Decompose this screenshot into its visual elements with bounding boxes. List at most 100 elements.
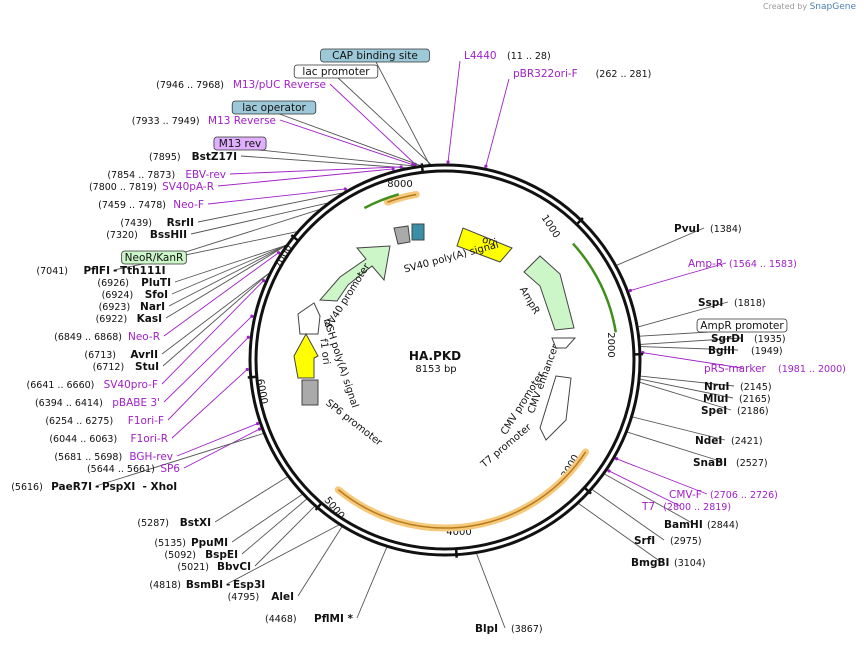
primer-site — [245, 367, 249, 372]
feature-box — [121, 250, 187, 265]
label-separator: - — [143, 481, 147, 493]
label-cmv-f: CMV-F(2706 .. 2726) — [669, 489, 778, 501]
label-position: (6713) — [84, 350, 116, 361]
ampr-arrow — [523, 255, 575, 331]
tick-label: 1000 — [539, 213, 562, 240]
label-position: (1818) — [734, 298, 766, 309]
label-name: KasI — [137, 313, 162, 325]
leader-line — [616, 458, 708, 495]
primer-site — [446, 160, 450, 164]
label-name: M13 Reverse — [208, 115, 276, 127]
label-position: (1384) — [710, 224, 742, 235]
label-neo-f: Neo-F(7459 .. 7478) — [98, 199, 204, 211]
tick-label: 7000 — [273, 243, 295, 271]
label-sspi: SspI(1818) — [698, 297, 766, 309]
label-name: BglII — [708, 345, 735, 357]
label-blpi: BlpI(3867) — [475, 623, 543, 635]
label-sv40pro-f: SV40pro-F(6641 .. 6660) — [27, 379, 158, 391]
label-position: (3867) — [511, 624, 543, 635]
label-position: (5135) — [154, 538, 186, 549]
label-name: BspEI — [205, 549, 238, 561]
label-position: (2800 .. 2819) — [663, 502, 731, 513]
leader-line — [591, 489, 665, 541]
leader-line — [640, 375, 735, 387]
label-nari: NarI(6923) — [99, 301, 165, 313]
label-prs-marker: pRS-marker(1981 .. 2000) — [704, 363, 846, 375]
label-m13-rev: M13 rev — [213, 136, 267, 151]
leader-line — [171, 245, 287, 295]
label-position: (2145) — [740, 382, 772, 393]
feature-label-ori: ori — [481, 235, 496, 249]
leader-lines — [95, 59, 743, 629]
primer-site — [484, 164, 488, 168]
label-position: (7439) — [120, 218, 152, 229]
ampr-promoter-arrow — [551, 337, 577, 349]
label-position: (262 .. 281) — [596, 69, 652, 80]
label-stui: StuI(6712) — [93, 361, 159, 373]
primer-site — [255, 422, 260, 426]
label-name: T7 — [641, 501, 655, 513]
label-position: (7895) — [149, 152, 181, 163]
leader-line — [239, 147, 417, 167]
label-name: BstZ17I — [192, 151, 237, 163]
leader-line — [279, 119, 413, 166]
leader-line — [639, 378, 734, 399]
tick-mark — [575, 217, 584, 226]
label-lac-promoter: lac promoter — [293, 64, 379, 79]
label-name: AleI — [271, 591, 294, 603]
tick-mark — [454, 548, 458, 558]
label-rsrii: RsrII (7439) — [120, 217, 194, 229]
label-name: pBR322ori-F — [513, 68, 578, 80]
label-position: (5021) — [177, 562, 209, 573]
leader-line — [374, 59, 430, 165]
label-bstxi: BstXI(5287) — [137, 517, 211, 529]
leader-line — [183, 428, 260, 469]
label-t7: T7 (2800 .. 2819) — [641, 501, 731, 513]
tick-label: 6000 — [254, 378, 269, 405]
feature-box-label: lac operator — [242, 102, 306, 114]
leader-line — [240, 155, 407, 169]
label-name: BamHI — [664, 519, 703, 531]
bgh-arrow — [293, 332, 319, 379]
label-name: BbvCI — [217, 561, 251, 573]
label-kasi: KasI(6922) — [96, 313, 162, 325]
label-position: (2975) — [670, 536, 702, 547]
label-name: BssHII — [150, 229, 187, 241]
leader-line — [640, 346, 739, 351]
leader-line — [176, 423, 258, 457]
primer-site — [257, 427, 262, 431]
sv40pa-box — [393, 225, 411, 245]
tick-mark — [247, 375, 257, 379]
tick-label: 2000 — [605, 332, 616, 357]
leader-line — [356, 546, 388, 619]
feature-box — [320, 48, 430, 63]
label-separator: - — [226, 579, 230, 591]
label-name: RsrII — [167, 217, 194, 229]
leader-line — [630, 262, 727, 291]
leader-line — [608, 470, 681, 507]
label-pflmi-: PflMI *(4468) — [265, 613, 353, 625]
primer-site — [628, 288, 633, 293]
label-name: StuI — [135, 361, 159, 373]
label-name: SnaBI — [693, 457, 727, 469]
label-name: F1ori-R — [131, 433, 168, 445]
leader-line — [642, 352, 743, 369]
label-pflfi: PflFI(7041)Tth111I- — [36, 265, 165, 277]
label-pbabe-3-: pBABE 3'(6394 .. 6414) — [35, 397, 160, 409]
label-name: SgrDI — [711, 333, 744, 345]
label-mlui: MluI(2165) — [703, 393, 771, 405]
label-m13-reverse: M13 Reverse(7933 .. 7949) — [132, 115, 276, 127]
label-position: (6924) — [102, 290, 134, 301]
label-position: (5644 .. 5661) — [87, 464, 155, 475]
tick-mark — [420, 163, 425, 173]
label-bgh-rev: BGH-rev(5681 .. 5698) — [54, 451, 173, 463]
f1-ori-arrow — [297, 302, 321, 335]
leader-line — [197, 192, 343, 223]
feature-box — [696, 318, 788, 333]
backbone-outer — [248, 163, 642, 557]
leader-line — [273, 111, 421, 166]
feature-box — [231, 100, 317, 115]
label-sv40pa-r: SV40pA-R(7800 .. 7819) — [89, 181, 214, 193]
plasmid-name: HA.PKD — [409, 349, 461, 363]
